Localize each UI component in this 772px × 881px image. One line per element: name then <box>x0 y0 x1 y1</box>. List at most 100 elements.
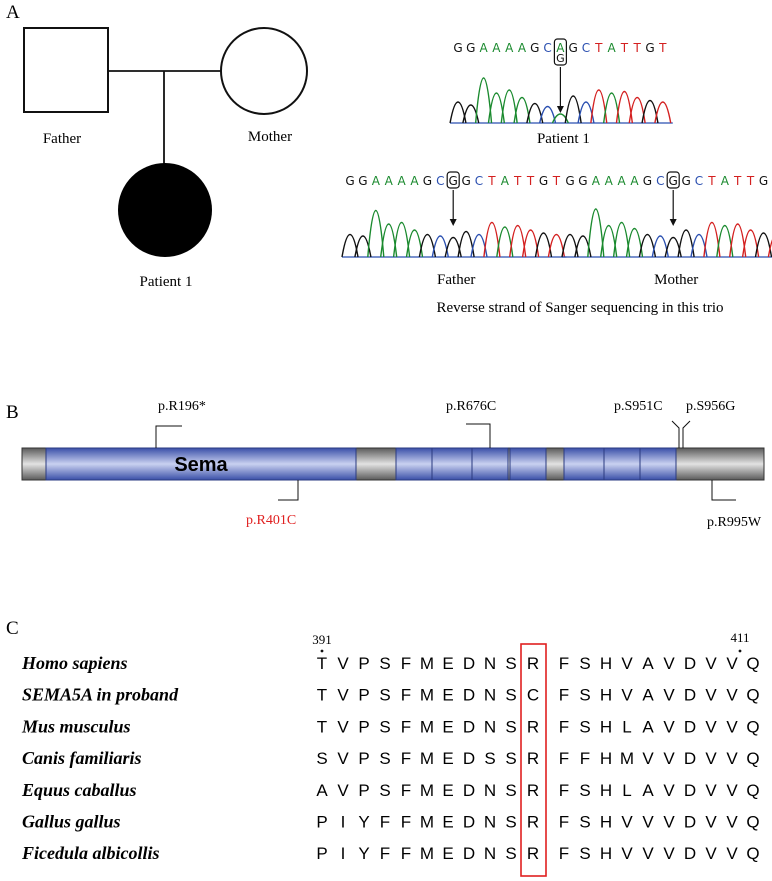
residue: S <box>379 781 390 800</box>
residue: P <box>316 813 327 832</box>
residue: S <box>505 844 516 863</box>
residue: F <box>401 717 411 736</box>
base-letter: G <box>423 174 432 188</box>
residue: D <box>684 813 696 832</box>
residue: A <box>316 781 328 800</box>
residue: V <box>663 781 675 800</box>
residue: S <box>484 749 495 768</box>
residue: I <box>341 844 346 863</box>
residue: P <box>358 717 369 736</box>
residue: D <box>463 654 475 673</box>
species-name: SEMA5A in proband <box>22 685 179 705</box>
residue: S <box>379 749 390 768</box>
residue: P <box>316 844 327 863</box>
residue: V <box>621 686 633 705</box>
base-letter: A <box>630 174 639 188</box>
chromatogram-peak <box>367 209 385 258</box>
patient-label: Patient 1 <box>140 274 193 290</box>
residue: Q <box>746 654 759 673</box>
base-letter: G <box>345 174 354 188</box>
residue: I <box>341 813 346 832</box>
residue: V <box>337 686 349 705</box>
base-letter: A <box>518 41 527 55</box>
residue: F <box>559 813 569 832</box>
chromatogram-peak <box>474 77 493 124</box>
residue: F <box>580 749 590 768</box>
residue: A <box>642 781 654 800</box>
base-letter: G <box>759 174 768 188</box>
residue: Q <box>746 717 759 736</box>
residue: M <box>420 749 434 768</box>
variant-label-r196: p.R196* <box>158 399 206 414</box>
variant-base-box <box>446 171 460 189</box>
base-letter: T <box>487 174 496 188</box>
base-letter: C <box>656 174 664 188</box>
chromatogram-peak <box>664 236 682 258</box>
residue: V <box>337 654 349 673</box>
base-letter: T <box>513 174 522 188</box>
base-letter: C <box>543 41 551 55</box>
base-letter: T <box>746 174 755 188</box>
residue: D <box>463 813 475 832</box>
residue: Q <box>746 749 759 768</box>
sema-domain <box>45 447 357 481</box>
base-letter: T <box>733 174 742 188</box>
base-letter: A <box>617 174 626 188</box>
position-dot-start <box>320 649 324 653</box>
base-letter: G <box>578 174 587 188</box>
residue: F <box>401 844 411 863</box>
highlighted-residue: R <box>527 749 539 768</box>
base-letter: A <box>372 174 381 188</box>
tsp-domain-1 <box>431 447 473 481</box>
highlighted-residue: R <box>527 813 539 832</box>
variant-marker-r196 <box>155 425 182 448</box>
chromatogram-label: Mother <box>654 272 698 288</box>
residue: V <box>705 844 717 863</box>
base-letter: A <box>556 41 565 55</box>
base-letter: G <box>669 174 678 188</box>
residue: F <box>559 654 569 673</box>
chromatogram-peak <box>587 208 605 258</box>
residue: E <box>442 844 453 863</box>
base-letter: T <box>633 41 642 55</box>
base-letter: A <box>492 41 501 55</box>
residue: V <box>705 654 717 673</box>
residue: V <box>726 717 738 736</box>
residue: E <box>442 749 453 768</box>
residue: V <box>642 813 654 832</box>
highlighted-residue: R <box>527 717 539 736</box>
variant-base-box <box>553 38 568 66</box>
base-letter: T <box>552 174 561 188</box>
residue: S <box>579 686 590 705</box>
panel-c-label: C <box>6 618 19 639</box>
tsp-domain-2 <box>471 447 509 481</box>
species-name: Canis familiaris <box>22 748 142 768</box>
residue: S <box>505 749 516 768</box>
residue: F <box>559 686 569 705</box>
residue: S <box>379 654 390 673</box>
base-letter: A <box>479 41 488 55</box>
residue: D <box>463 686 475 705</box>
residue: T <box>317 717 327 736</box>
residue: N <box>484 813 496 832</box>
residue: M <box>420 813 434 832</box>
residue: F <box>559 717 569 736</box>
residue: N <box>484 717 496 736</box>
variant-marker-r676 <box>466 423 491 448</box>
base-letter: T <box>658 41 667 55</box>
variant-base-box <box>666 171 680 189</box>
residue: Y <box>358 813 369 832</box>
chromatogram-mother: GGAAAAGCGGCTATTGTMother <box>561 171 772 288</box>
residue: F <box>559 844 569 863</box>
residue: H <box>600 781 612 800</box>
residue: V <box>726 781 738 800</box>
residue: Q <box>746 781 759 800</box>
residue: S <box>379 717 390 736</box>
base-letter: C <box>695 174 703 188</box>
